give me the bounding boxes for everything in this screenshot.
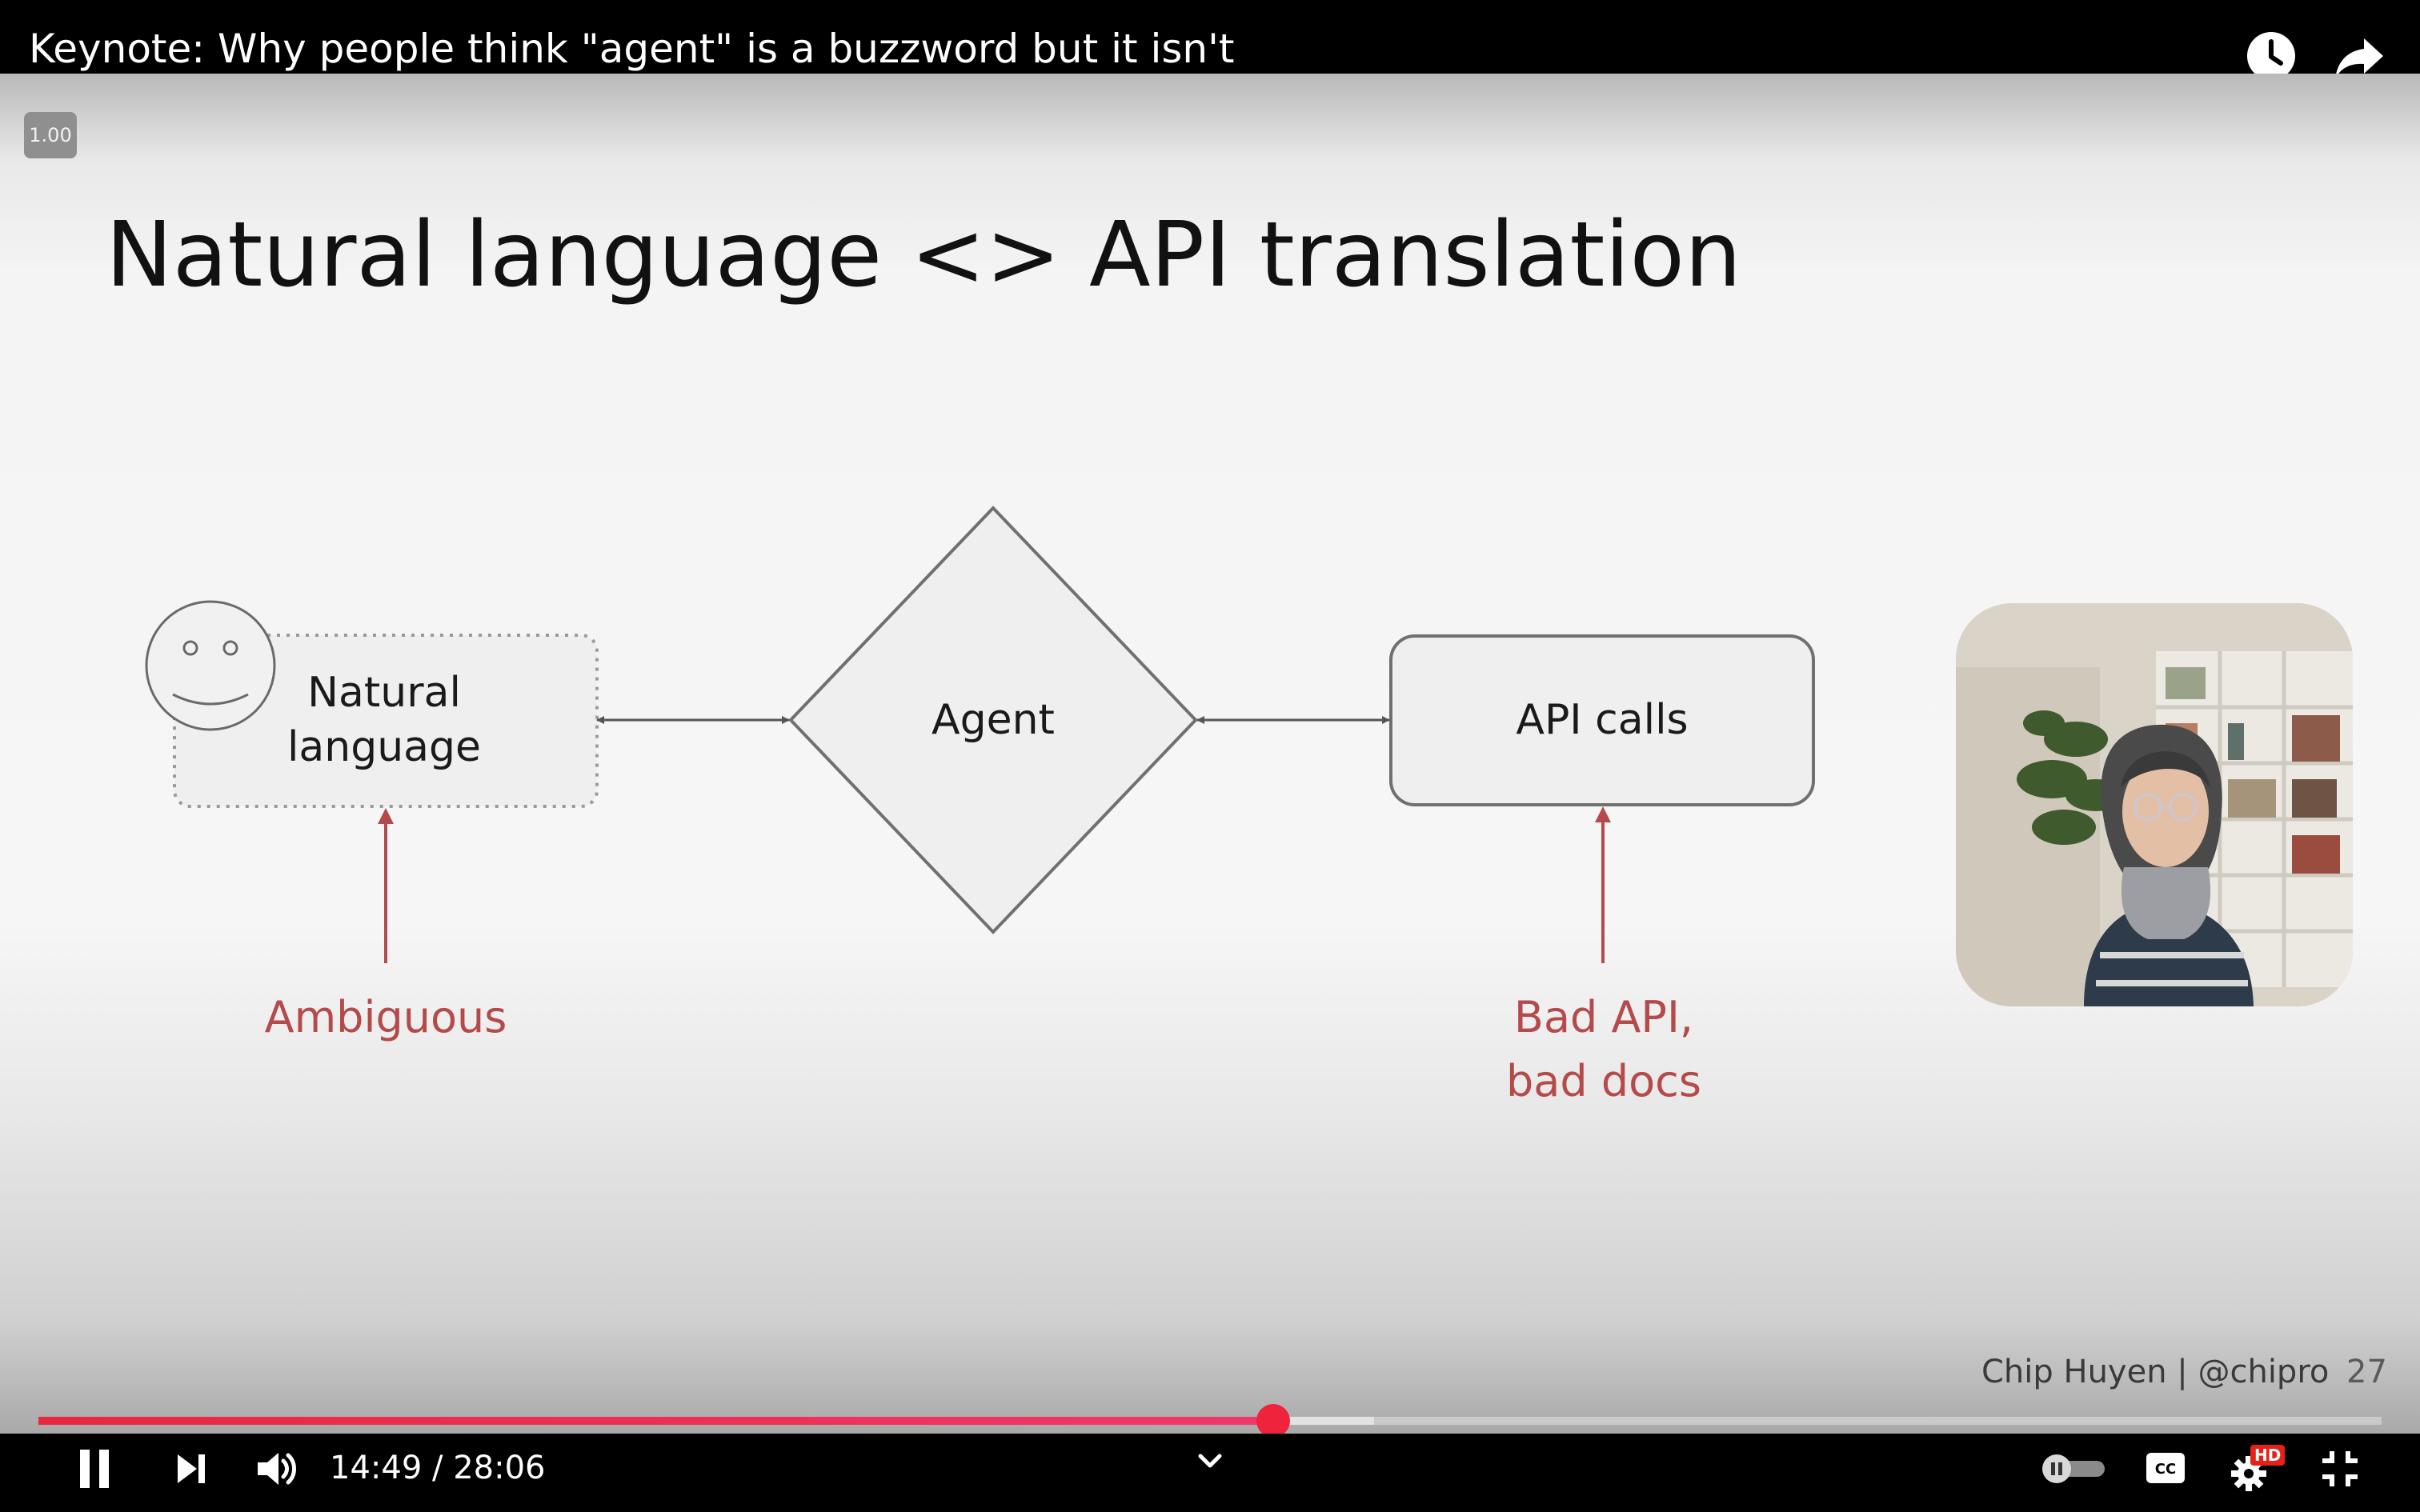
agent-diamond [788,506,1198,934]
settings-icon [2231,1456,2266,1491]
title-bar: Keynote: Why people think "agent" is a b… [0,0,2420,80]
settings-button[interactable]: HD [2230,1445,2287,1493]
hd-badge: HD [2250,1445,2286,1466]
natural-language-label: Natural language [286,669,482,771]
bad-api-label: Bad API, bad docs [1506,992,1701,1106]
captions-icon[interactable]: CC [2145,1451,2186,1485]
agent-label: Agent [932,696,1055,744]
smiley-icon [145,600,276,731]
share-icon[interactable] [2334,35,2385,80]
diagram [145,506,1815,963]
bad-api-arrow [1595,806,1611,963]
ambiguous-label: Ambiguous [264,992,507,1042]
speaker-illustration [1956,603,2353,1006]
current-time: 14:49 [330,1450,423,1486]
ambiguous-arrow [378,808,394,963]
slide-page-number: 27 [2346,1354,2387,1390]
time-separator: / [432,1450,443,1486]
control-bar [0,1434,2420,1512]
volume-icon[interactable] [254,1448,299,1490]
pause-icon[interactable] [75,1445,115,1493]
svg-text:CC: CC [2155,1461,2176,1478]
time-display: 14:49 / 28:06 [330,1450,545,1486]
speaker-webcam [1956,603,2353,1006]
chevron-down-icon[interactable] [1196,1451,1224,1470]
api-calls-label: API calls [1516,696,1689,744]
slide-title: Natural language <> API translation [106,203,1742,307]
playback-speed-badge: 1.00 [24,112,77,158]
api-calls-box [1389,634,1815,806]
video-player[interactable]: 1.00 Natural language <> API translation [0,74,2420,1434]
duration: 28:06 [453,1450,546,1486]
progress-scrubber[interactable] [1256,1404,1291,1438]
watch-later-icon[interactable] [2246,30,2297,82]
progress-bar[interactable] [38,1404,2382,1438]
natural-language-box [173,634,599,808]
exit-fullscreen-icon[interactable] [2319,1448,2361,1490]
slide-credit: Chip Huyen | @chipro [1981,1354,2330,1390]
video-title[interactable]: Keynote: Why people think "agent" is a b… [29,26,1235,72]
next-icon[interactable] [173,1450,213,1488]
progress-played [38,1417,1274,1425]
autoplay-toggle-icon[interactable] [2039,1453,2108,1485]
